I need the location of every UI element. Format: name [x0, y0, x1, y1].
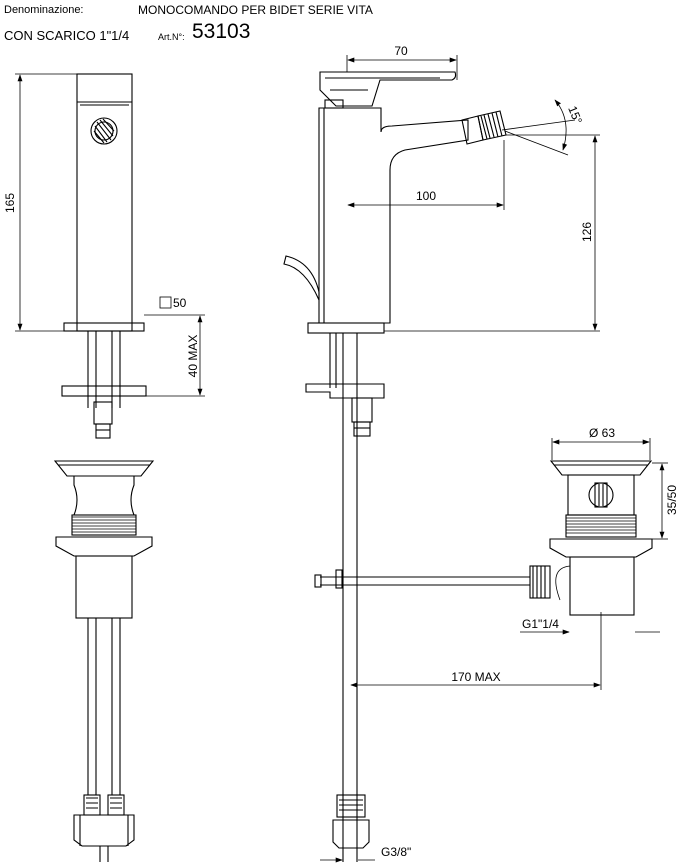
dim-base-square: 50 — [173, 296, 187, 310]
dim-drain-height: 35/50 — [665, 485, 679, 515]
denomination-label: Denominazione: — [4, 4, 84, 16]
dim-spout-reach: 100 — [416, 189, 436, 203]
side-dimensions — [320, 55, 668, 863]
faucet-body-side — [318, 107, 469, 324]
front-dimensions — [15, 73, 205, 397]
dim-drain-diameter: Ø 63 — [589, 426, 615, 440]
product-subtitle: CON SCARICO 1"1/4 — [4, 28, 130, 43]
front-view — [53, 73, 155, 862]
dim-spout-height: 126 — [580, 222, 594, 242]
article-number: 53103 — [192, 20, 251, 43]
side-view — [283, 71, 530, 862]
square-symbol-icon — [159, 296, 172, 309]
drain-plug-icon — [588, 482, 614, 508]
lever-handle — [319, 71, 457, 107]
dim-rod-reach: 170 MAX — [451, 670, 500, 684]
knob-icon — [90, 117, 118, 145]
rod-connector — [529, 565, 551, 599]
popup-lever — [283, 255, 320, 301]
dim-max-thickness: 40 MAX — [186, 335, 200, 378]
dim-handle-length: 70 — [394, 44, 408, 58]
drain-view — [529, 460, 653, 616]
product-name: MONOCOMANDO PER BIDET SERIE VITA — [138, 3, 373, 17]
dim-drain-thread: G1"1/4 — [522, 617, 559, 631]
dim-total-height: 165 — [3, 193, 17, 213]
dim-aerator-angle: 15° — [565, 104, 585, 126]
aerator-nozzle-icon — [461, 110, 507, 145]
dim-hose-thread: G3/8" — [381, 845, 411, 859]
faucet-body-front — [76, 73, 133, 332]
article-label: Art.N°: — [158, 32, 185, 42]
